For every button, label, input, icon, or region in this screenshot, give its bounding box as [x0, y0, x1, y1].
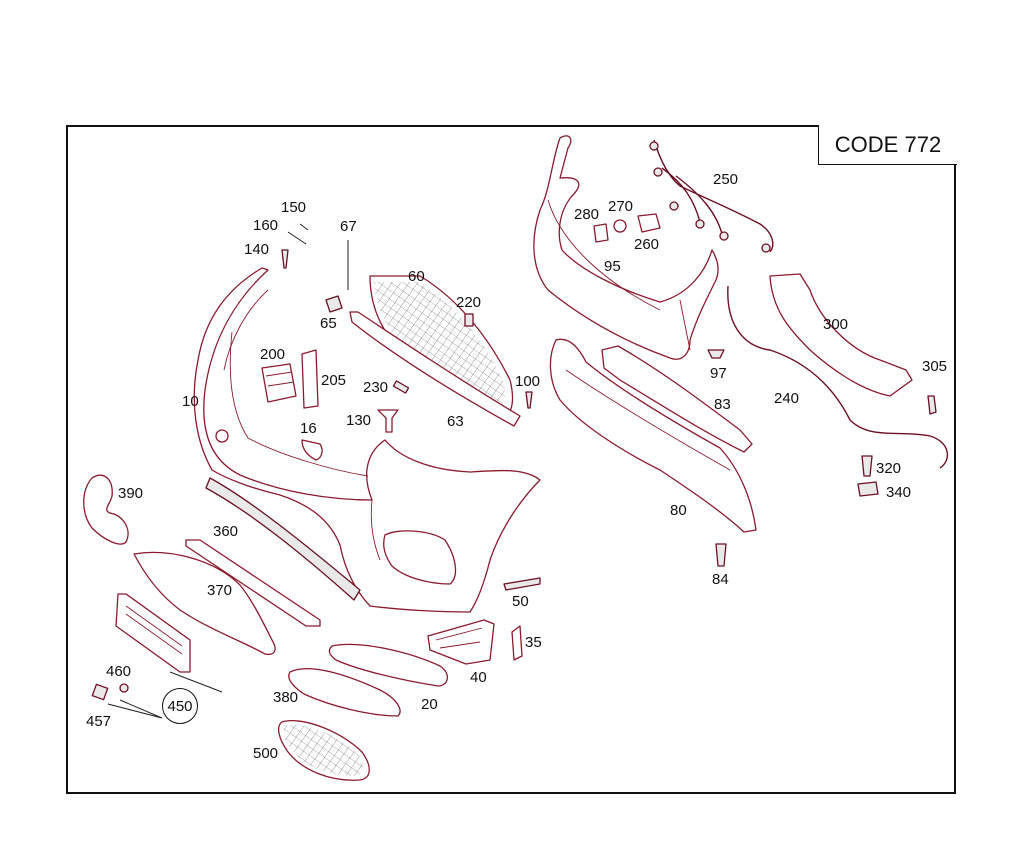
callout-320: 320 [876, 460, 902, 477]
bracket-part-40 [427, 619, 495, 665]
callout-220: 220 [456, 294, 482, 311]
diagram-frame [66, 125, 956, 794]
callout-380: 380 [273, 689, 299, 706]
callout-65: 65 [320, 315, 337, 332]
callout-63: 63 [447, 413, 464, 430]
strip-part-360 [185, 539, 321, 627]
callout-80: 80 [670, 502, 687, 519]
callout-35: 35 [525, 634, 542, 651]
pin-part-50 [503, 577, 541, 591]
absorber-part-83 [601, 345, 753, 453]
callout-10: 10 [182, 393, 199, 410]
code-label: CODE 772 [818, 125, 957, 165]
callout-370: 370 [207, 582, 233, 599]
bumper-cover-part-10 [193, 267, 541, 613]
callout-205: 205 [321, 372, 347, 389]
callout-390: 390 [118, 485, 144, 502]
callout-280: 280 [574, 206, 600, 223]
callout-16: 16 [300, 420, 317, 437]
callout-457: 457 [86, 713, 112, 730]
bracket-part-305 [927, 395, 937, 415]
clip-part-230 [392, 380, 410, 394]
bracket-part-205 [301, 349, 319, 409]
callout-40: 40 [470, 669, 487, 686]
screw-part-100 [525, 391, 533, 409]
callout-84: 84 [712, 571, 729, 588]
harness-part-250 [649, 139, 774, 253]
rivet-part-130 [377, 409, 399, 433]
lower-grille-part-500 [277, 720, 370, 781]
callout-150: 150 [281, 199, 307, 216]
side-bracket-part-390 [83, 474, 129, 545]
pins-part-140-150-160 [281, 223, 309, 269]
rivet-strip-lower [205, 477, 361, 601]
bracket-part-300 [769, 273, 913, 397]
fasteners-part-460-457 [91, 671, 223, 719]
plate-holder-part-450 [115, 593, 191, 673]
callout-360: 360 [213, 523, 239, 540]
callout-240: 240 [774, 390, 800, 407]
callout-95: 95 [604, 258, 621, 275]
callout-200: 200 [260, 346, 286, 363]
callout-300: 300 [823, 316, 849, 333]
callout-340: 340 [886, 484, 912, 501]
clip-part-220 [464, 313, 474, 327]
callout-97: 97 [710, 365, 727, 382]
callout-460: 460 [106, 663, 132, 680]
callout-230: 230 [363, 379, 389, 396]
callout-100: 100 [515, 373, 541, 390]
callout-60: 60 [408, 268, 425, 285]
callout-305: 305 [922, 358, 948, 375]
crossmember-part-80 [549, 338, 757, 533]
fasteners-part-320-340 [857, 455, 879, 497]
callout-450: 450 [162, 688, 198, 724]
bolt-part-84 [715, 543, 727, 567]
callout-83: 83 [714, 396, 731, 413]
trim-part-20 [328, 643, 448, 687]
callout-160: 160 [253, 217, 279, 234]
callout-130: 130 [346, 412, 372, 429]
bracket-part-35 [511, 625, 523, 661]
callout-500: 500 [253, 745, 279, 762]
spoiler-part-370 [133, 551, 276, 656]
callout-140: 140 [244, 241, 270, 258]
module-part-200 [261, 363, 297, 403]
bolt-part-97 [707, 349, 725, 359]
grille-strip-part-63 [349, 311, 521, 427]
callout-270: 270 [608, 198, 634, 215]
callout-20: 20 [421, 696, 438, 713]
callout-67: 67 [340, 218, 357, 235]
trim-part-380 [288, 668, 401, 717]
callout-250: 250 [713, 171, 739, 188]
carrier-part-95 [533, 135, 719, 360]
callout-50: 50 [512, 593, 529, 610]
clip-part-65 [325, 295, 343, 313]
bracket-part-16 [301, 439, 323, 461]
wire-part-240 [727, 285, 949, 469]
callout-260: 260 [634, 236, 660, 253]
sensors-part-260-270-280 [593, 213, 661, 243]
